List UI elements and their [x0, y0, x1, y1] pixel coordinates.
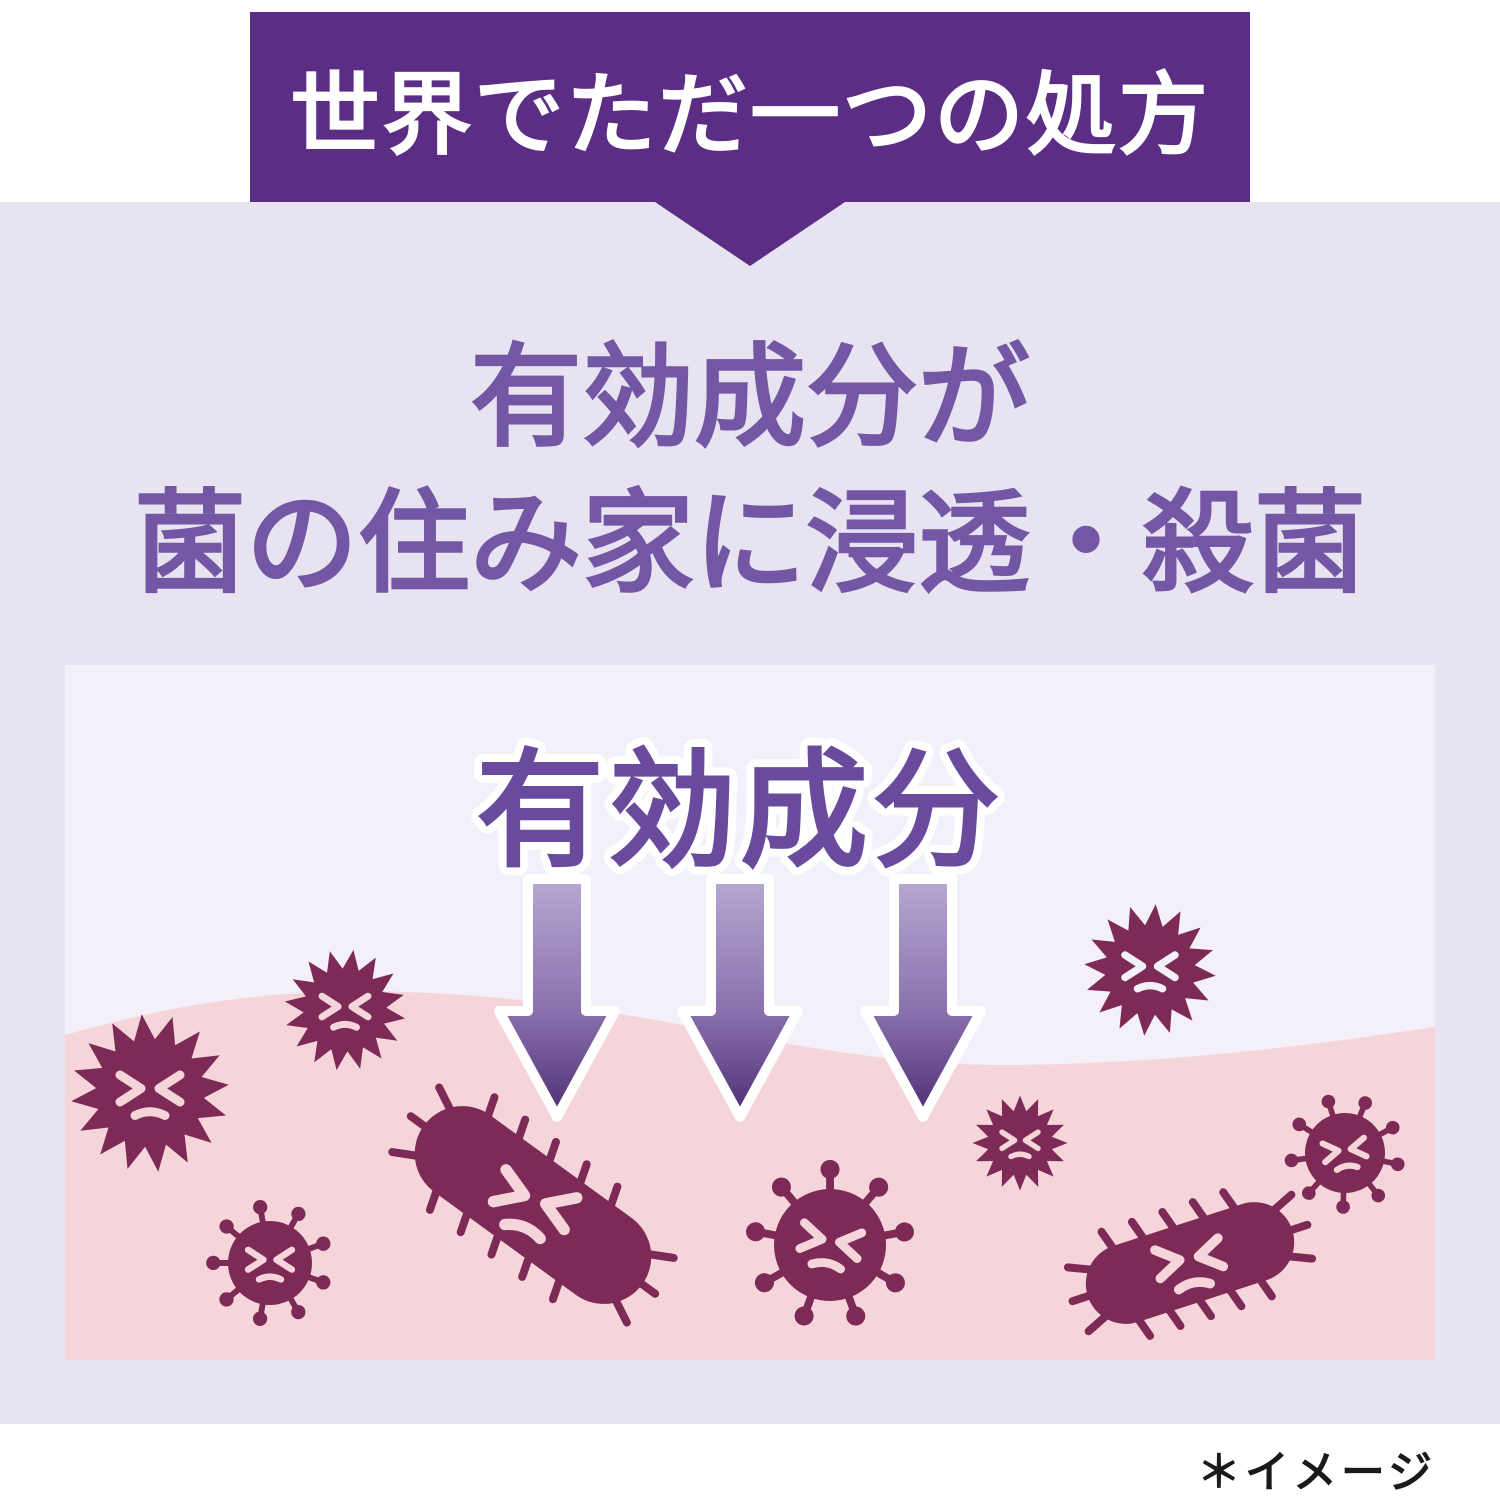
- active-ingredient-label: 有効成分: [476, 737, 1004, 886]
- rod-germ-icon: [388, 1083, 678, 1327]
- headline: 有効成分が 菌の住み家に浸透・殺菌: [0, 326, 1500, 617]
- virus-germ-icon: [1284, 1094, 1405, 1214]
- headline-line-1: 有効成分が: [470, 333, 1030, 463]
- angry-face-icon: [1121, 951, 1179, 993]
- banner-title: 世界でただ一つの処方: [290, 63, 1210, 168]
- angry-face-icon: [1319, 1134, 1370, 1174]
- down-arrow-icon: [677, 874, 803, 1122]
- headline-line-2: 菌の住み家に浸透・殺菌: [134, 478, 1366, 609]
- virus-germ-icon: [206, 1200, 331, 1326]
- rod-germ-icon: [1063, 1188, 1317, 1340]
- angry-face-icon: [795, 1218, 867, 1274]
- illustration-panel: 有効成分: [65, 665, 1435, 1360]
- angry-face-icon: [244, 1246, 296, 1283]
- down-arrow-icon: [494, 874, 620, 1122]
- angry-face-icon: [1150, 1233, 1229, 1295]
- spiky-germ-icon: [1084, 904, 1216, 1036]
- down-arrow-icon: [860, 874, 986, 1122]
- image-disclaimer: ＊イメージ: [1196, 1447, 1436, 1498]
- top-banner: 世界でただ一つの処方: [250, 12, 1250, 202]
- spiky-germ-icon: [972, 1095, 1068, 1191]
- angry-face-icon: [115, 1070, 185, 1120]
- spiky-germ-icon: [71, 1014, 229, 1172]
- angry-face-icon: [999, 1129, 1041, 1160]
- penetration-arrows-layer: [494, 874, 986, 1122]
- virus-germ-icon: [746, 1159, 915, 1326]
- spiky-germ-icon: [284, 949, 406, 1071]
- banner-pointer-triangle-icon: [655, 202, 845, 266]
- angry-face-icon: [487, 1164, 583, 1245]
- angry-face-icon: [318, 992, 372, 1031]
